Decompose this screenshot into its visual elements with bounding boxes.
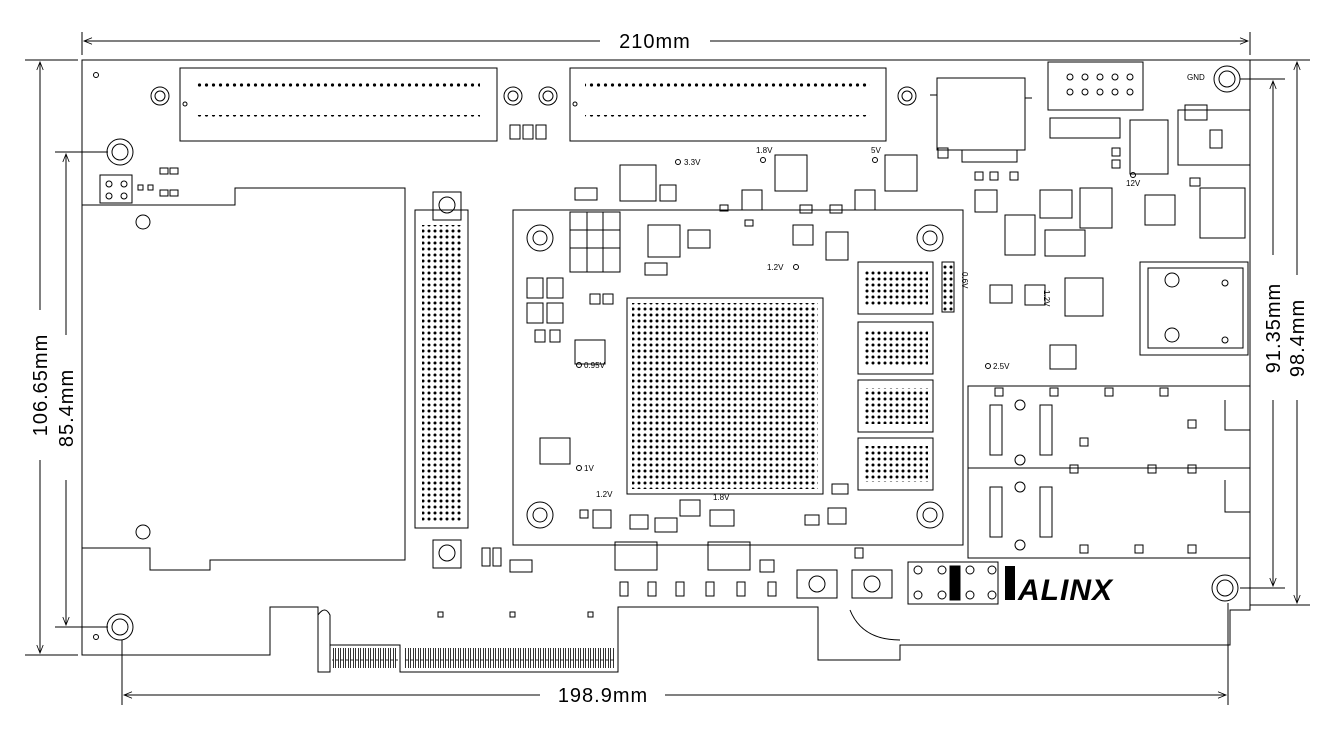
label-12v-top: 12V [1126, 179, 1141, 188]
label-gnd: GND [1187, 73, 1205, 82]
dim-left-inner-height: 85.4mm [56, 369, 78, 447]
label-2v5: 2.5V [993, 362, 1010, 371]
dim-right-outer-height: 98.4mm [1287, 299, 1309, 377]
label-0v6: 0.6V [960, 272, 969, 289]
label-1v2-bottom: 1.2V [596, 490, 613, 499]
label-1v: 1V [584, 464, 594, 473]
logo-mark [1005, 566, 1015, 600]
dim-bottom-width: 198.9mm [558, 685, 648, 707]
dim-left-outer-height: 106.65mm [30, 334, 52, 437]
label-1v8: 1.8V [756, 146, 773, 155]
label-1v2-top: 1.2V [767, 263, 784, 272]
label-1v2-right: 1.2V [1042, 290, 1051, 307]
dim-right-inner-height: 91.35mm [1263, 283, 1285, 373]
board-outline [81, 59, 1251, 673]
alinx-logo-text: ALINX [1017, 574, 1114, 607]
label-0v95: 0.95V [584, 361, 606, 370]
label-5v: 5V [871, 146, 881, 155]
dim-top-width: 210mm [619, 31, 691, 53]
label-3v3: 3.3V [684, 158, 701, 167]
dimension-lines [25, 32, 1310, 705]
label-1v8-bottom: 1.8V [713, 493, 730, 502]
